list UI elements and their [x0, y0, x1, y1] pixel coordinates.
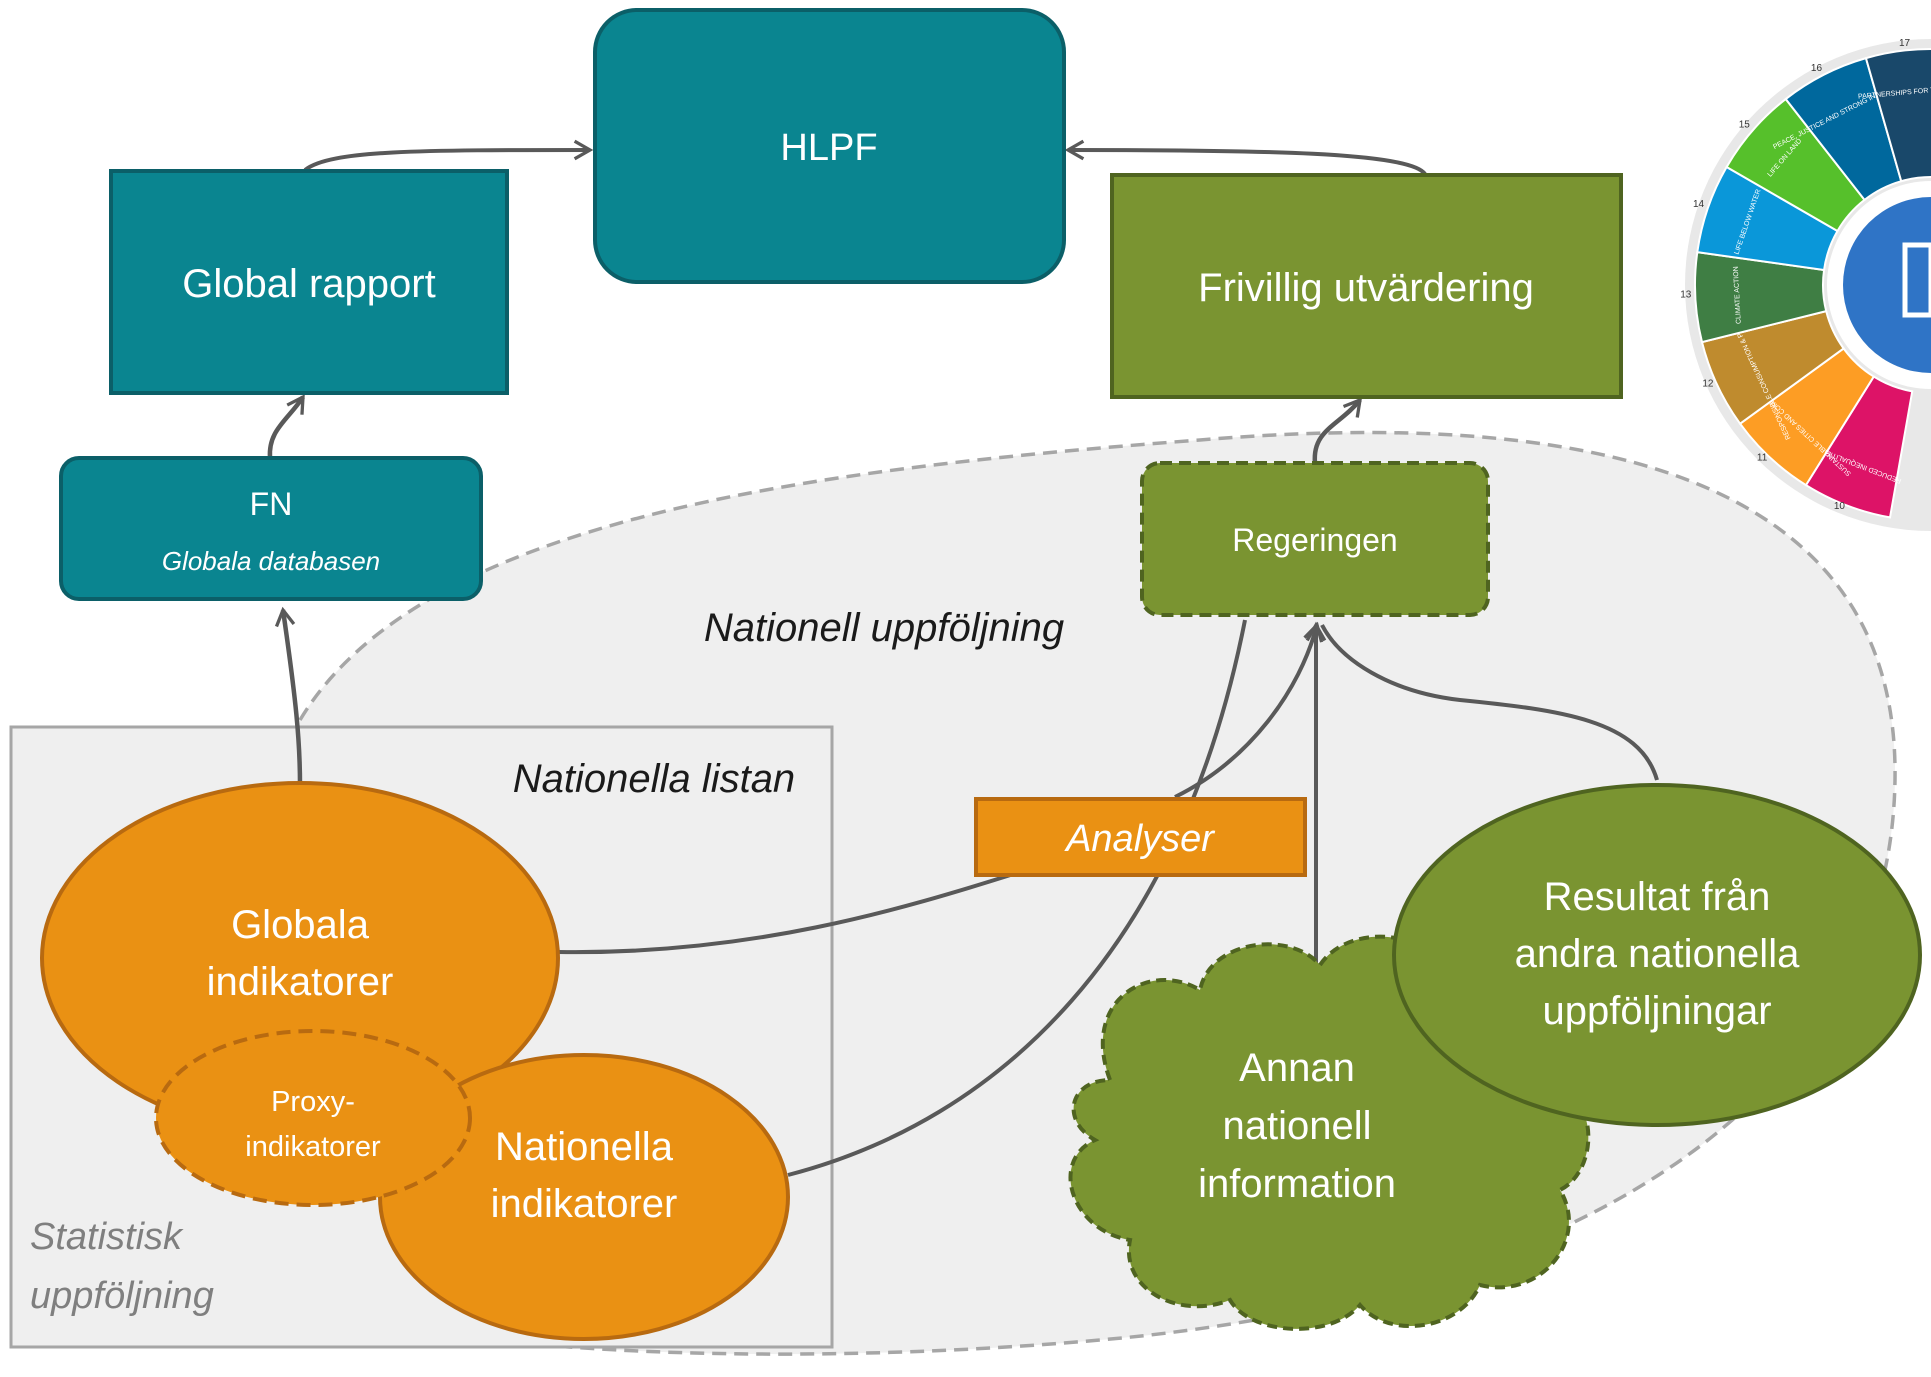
connector-frivillig-to-hlpf: [1064, 139, 1427, 176]
region-nationell-uppfoljning-label: Nationell uppföljning: [704, 606, 1064, 650]
node-fn[interactable]: [59, 456, 483, 601]
sdg-number-13: 13: [1680, 290, 1692, 301]
node-annan-label-1: Annan: [1239, 1046, 1355, 1090]
node-annan-label-2: nationell: [1222, 1104, 1371, 1148]
region-statistisk-label-2: uppföljning: [30, 1275, 214, 1317]
sdg-number-12: 12: [1702, 378, 1714, 389]
sdg-number-15: 15: [1739, 120, 1751, 131]
sdg-wheel-center: [1843, 197, 1931, 373]
connector-global-to-hlpf: [303, 139, 594, 172]
node-proxy-label-1: Proxy-: [271, 1086, 355, 1118]
node-resultat-label-3: uppföljningar: [1542, 989, 1771, 1033]
node-hlpf-label: HLPF: [780, 127, 877, 169]
connector-analyser-to-regeringen: [1174, 621, 1324, 799]
node-analyser[interactable]: [974, 797, 1307, 877]
node-regeringen[interactable]: [1140, 461, 1490, 617]
node-globala-label-2: indikatorer: [207, 960, 394, 1004]
node-proxy-indikatorer[interactable]: [154, 1029, 472, 1207]
connector-globala-to-fn: [274, 606, 303, 786]
node-global-rapport[interactable]: [109, 169, 509, 395]
node-frivillig-utvardering[interactable]: [1110, 173, 1623, 399]
node-globala-label-1: Globala: [231, 903, 370, 947]
sdg-number-17: 17: [1899, 38, 1911, 49]
sdg-center-icon: [1902, 242, 1931, 318]
connector-fn-to-global: [267, 394, 305, 459]
node-resultat-label-1: Resultat från: [1544, 875, 1771, 919]
node-analyser-label: Analyser: [1064, 818, 1215, 860]
node-nationella-label-1: Nationella: [495, 1125, 674, 1169]
node-annan-label-3: information: [1198, 1162, 1396, 1206]
node-nationella-label-2: indikatorer: [491, 1182, 678, 1226]
node-resultat-label-2: andra nationella: [1515, 932, 1800, 976]
node-resultat[interactable]: [1392, 783, 1922, 1127]
connector-resultat-to-regeringen: [1320, 624, 1659, 781]
sdg-number-16: 16: [1811, 63, 1823, 74]
node-fn-title: FN: [250, 486, 293, 522]
node-fn-subtitle: Globala databasen: [162, 546, 380, 576]
sdg-number-14: 14: [1693, 199, 1705, 210]
sdg-segment-17: [1864, 48, 1931, 183]
sdg-number-11: 11: [1757, 453, 1768, 464]
connector-nationella-to-regeringen: [787, 619, 1247, 1177]
sdg-label-13: CLIMATE ACTION: [1733, 266, 1743, 324]
node-global-rapport-label: Global rapport: [182, 262, 435, 306]
sdg-number-10: 10: [1834, 501, 1846, 512]
node-hlpf[interactable]: [593, 8, 1066, 284]
region-statistisk-label-1: Statistisk: [30, 1216, 184, 1258]
node-proxy-label-2: indikatorer: [245, 1131, 381, 1163]
node-regeringen-label: Regeringen: [1232, 522, 1397, 558]
connector-globala-to-analyser: [557, 870, 1021, 955]
node-frivillig-label: Frivillig utvärdering: [1198, 266, 1534, 310]
connector-regeringen-to-frivillig: [1312, 397, 1363, 464]
region-nationella-listan-label: Nationella listan: [513, 757, 795, 801]
node-nationella-indikatorer[interactable]: [378, 1053, 790, 1341]
